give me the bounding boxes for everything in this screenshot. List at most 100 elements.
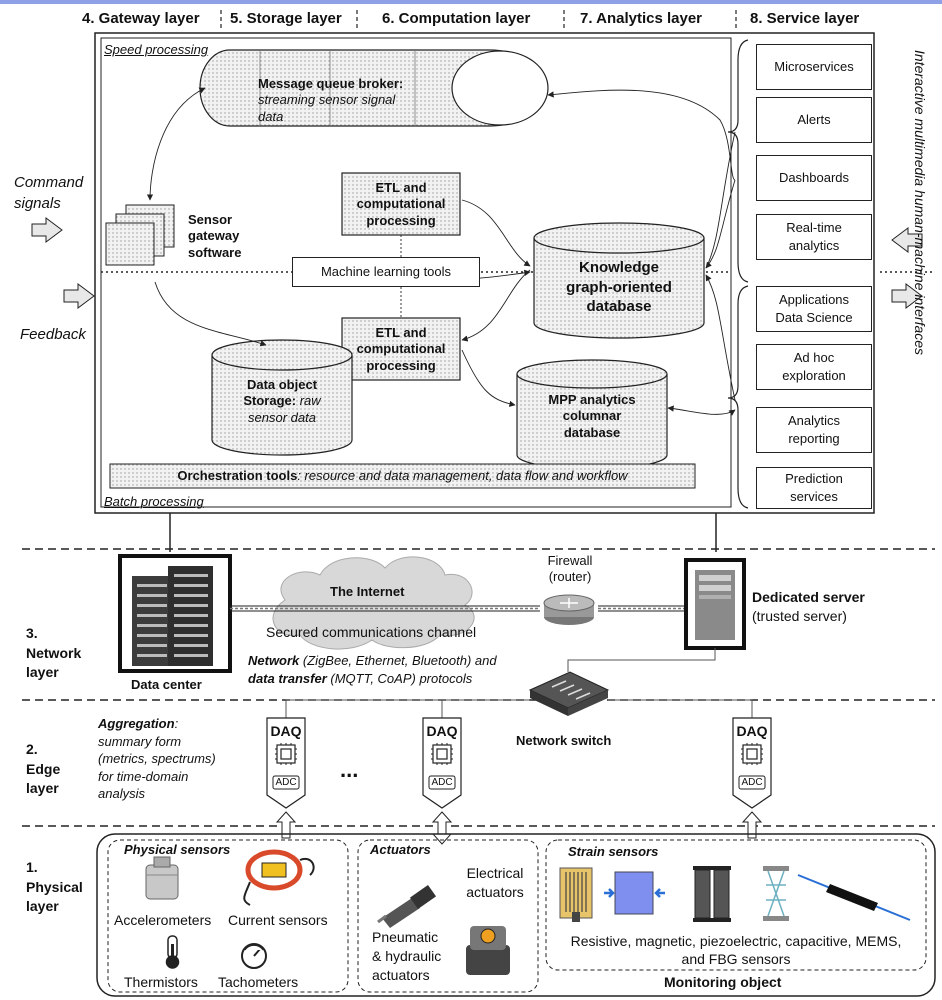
header-analytics-layer: 7. Analytics layer	[580, 10, 703, 27]
pred-line-1: Prediction	[785, 471, 843, 487]
secured-channel-label: Secured communications channel	[266, 624, 477, 640]
etl-top-line-1: ETL and	[375, 180, 427, 195]
protocols-suffix: protocols	[415, 671, 473, 687]
dedicated-line-2: (trusted server)	[752, 607, 847, 624]
accelerometers-label: Accelerometers	[114, 912, 212, 928]
hmi-arrow-out	[891, 283, 923, 309]
pred-line-2: services	[790, 489, 838, 504]
resistive-gauge-icon	[559, 867, 593, 922]
data-center-icon	[118, 554, 232, 673]
firewall-line-1: Firewall	[547, 553, 593, 568]
data-object-cylinder	[211, 339, 353, 456]
dedicated-server-icon	[684, 558, 746, 650]
mpp-line-2: columnar	[562, 408, 622, 424]
adc-label-3: ADC	[741, 777, 763, 788]
router-icon	[543, 594, 595, 625]
physical-num: 1.	[26, 859, 38, 875]
message-queue-label: Message queue broker: streaming sensor s…	[258, 76, 403, 125]
secured-channel	[230, 605, 688, 612]
pneumatic-line-1: Pneumatic	[372, 929, 439, 945]
dos-line-1: Data object	[246, 377, 318, 392]
network-num: 3.	[26, 625, 38, 641]
mq-title: Message queue broker:	[258, 76, 404, 91]
knowledge-graph-cylinder	[533, 222, 705, 339]
mpp-line-1: MPP analytics	[548, 392, 636, 407]
mpp-cylinder	[516, 359, 668, 470]
hmi-vertical-label: Interactive multimedia human-machine int…	[912, 50, 928, 356]
dedicated-line-1: Dedicated server	[752, 589, 865, 605]
header-gateway-layer: 4. Gateway layer	[82, 10, 200, 27]
physical-line-1: Physical	[26, 878, 83, 895]
feedback-arrow	[63, 283, 95, 309]
kg-line-1: Knowledge	[578, 259, 659, 276]
strain-types-line-2: and FBG sensors	[681, 951, 791, 968]
mq-desc-2: data	[258, 108, 284, 124]
header-computation-layer: 6. Computation layer	[382, 10, 531, 27]
piezoelectric-sensor-icon	[693, 866, 731, 922]
physical-layer-label: 1. Physical layer	[26, 858, 83, 917]
electrical-line-2: actuators	[466, 883, 524, 900]
service-analytics-reporting: Analytics reporting	[756, 407, 872, 453]
tachometer-icon	[241, 943, 267, 969]
sensor-gateway-label: Sensor gateway software	[188, 212, 241, 261]
network-layer-label: 3. Network layer	[26, 624, 81, 683]
machine-learning-tools-box: Machine learning tools	[292, 257, 480, 287]
command-line-1: Command	[14, 174, 84, 191]
etl-bottom-line-2: computational	[356, 341, 446, 357]
ellipsis: ...	[340, 757, 359, 782]
network-switch-label: Network switch	[516, 733, 612, 748]
ml-tools-label: Machine learning tools	[320, 263, 452, 279]
header-dividers	[220, 10, 737, 28]
kg-line-2: graph-oriented	[566, 278, 672, 296]
edge-layer-label: 2. Edge layer	[26, 740, 60, 799]
dos-line-4: sensor data	[248, 409, 316, 425]
service-microservices: Microservices	[756, 44, 872, 90]
sensor-gateway-line-1: Sensor	[188, 212, 233, 227]
strain-sensors-title: Strain sensors	[568, 844, 659, 859]
sensor-gateway-line-2: gateway	[188, 228, 240, 244]
feedback-label: Feedback	[20, 326, 86, 343]
mpp-label: MPP analytics columnar database	[517, 392, 667, 441]
knowledge-graph-label: Knowledge graph-oriented database	[534, 258, 704, 317]
electrical-line-1: Electrical	[466, 865, 524, 881]
protocols-network-list: (ZigBee, Ethernet, Bluetooth)	[299, 653, 472, 668]
chip-icons	[276, 744, 762, 764]
command-line-2: signals	[14, 195, 61, 212]
apps-line-2: Data Science	[775, 310, 853, 325]
network-switch-icon	[528, 671, 610, 716]
etl-top-line-2: computational	[356, 196, 446, 212]
edge-line-1: Edge	[26, 760, 61, 777]
rotary-actuator-icon	[466, 926, 510, 975]
etl-bottom-line-3: processing	[366, 357, 436, 373]
service-applications: Applications Data Science	[756, 286, 872, 332]
service-alerts: Alerts	[756, 97, 872, 143]
areport-line-1: Analytics	[787, 413, 841, 429]
service-adhoc: Ad hoc exploration	[756, 344, 872, 390]
daq-label-2: DAQ	[426, 723, 458, 739]
daq-label-1: DAQ	[270, 723, 302, 739]
speed-processing-label: Speed processing	[104, 42, 209, 57]
agg-line-1: summary form	[98, 733, 182, 749]
dos-line-3: raw	[299, 393, 321, 409]
firewall-line-2: (router)	[548, 569, 592, 585]
dedicated-server-label: Dedicated server (trusted server)	[752, 588, 865, 626]
tachometers-label: Tachometers	[218, 974, 299, 990]
agg-line-3: for time-domain	[98, 768, 189, 784]
upper-frame-outer	[94, 32, 875, 514]
service-realtime-analytics: Real-time analytics	[756, 214, 872, 260]
microservices-label: Microservices	[774, 59, 854, 75]
orchestration-box-bg	[109, 463, 696, 489]
orchestration-desc: : resource and data management, data flo…	[297, 468, 628, 483]
sensor-gateway-icon	[105, 204, 175, 266]
realtime-line-1: Real-time	[786, 220, 842, 236]
header-storage-layer: 5. Storage layer	[230, 10, 342, 27]
areport-line-2: reporting	[788, 431, 840, 446]
strain-types-label: Resistive, magnetic, piezoelectric, capa…	[546, 932, 926, 968]
protocols-transfer: data transfer	[248, 671, 327, 687]
etl-box-top: ETL and computational processing	[342, 180, 460, 229]
service-brace-top	[727, 39, 749, 283]
electrical-actuators-label: Electrical actuators	[458, 864, 532, 902]
fbg-sensor-icon	[797, 874, 911, 921]
adc-label-1: ADC	[275, 777, 297, 788]
strain-types-line-1: Resistive, magnetic, piezoelectric, capa…	[570, 933, 902, 949]
